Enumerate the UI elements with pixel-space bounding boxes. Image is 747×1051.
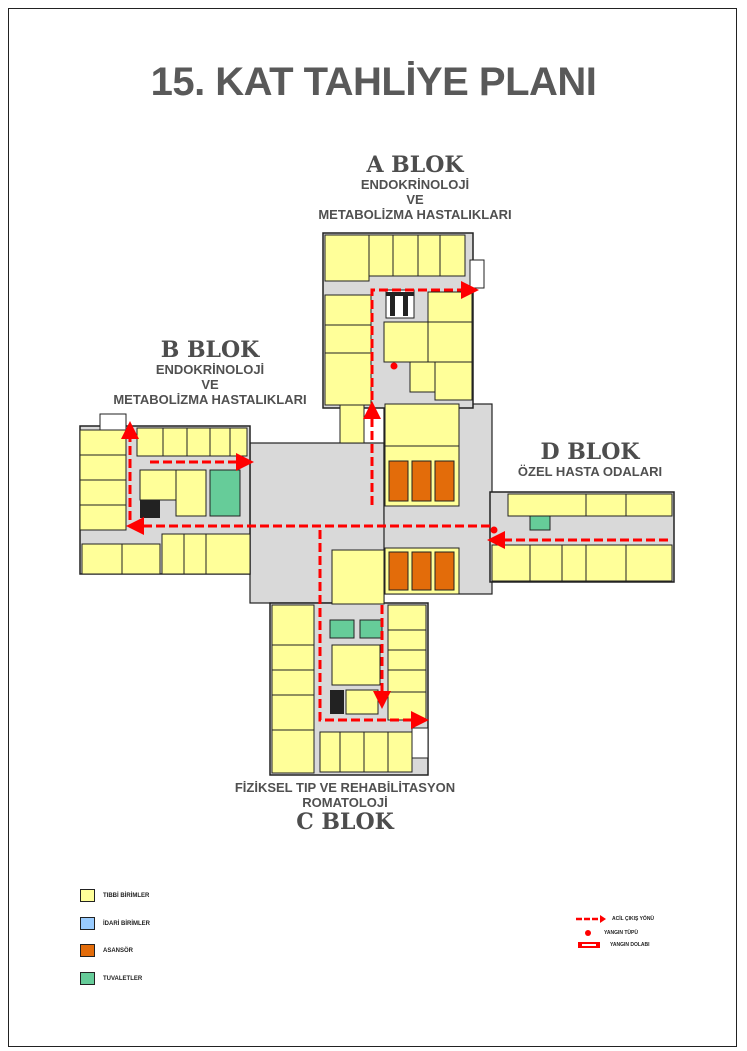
block-b-label: B BLOK ENDOKRİNOLOJİ VE METABOLİZMA HAST… (90, 338, 330, 407)
legend-tuvalet: TUVALETLER (80, 972, 142, 985)
legend-swatch-idari (80, 917, 95, 930)
legend-swatch-tuvalet (80, 972, 95, 985)
block-a (322, 232, 485, 507)
legend-asansor: ASANSÖR (80, 944, 133, 957)
legend-label-tuvalet: TUVALETLER (103, 975, 143, 982)
fire-extinguisher-icon (390, 362, 398, 370)
legend-label-merdiven: YANGIN DOLABI (610, 942, 650, 948)
legend-swatch-asansor (80, 944, 95, 957)
legend-label-kacis: ACİL ÇIKIŞ YÖNÜ (612, 916, 655, 922)
block-c-label: FİZİKSEL TIP VE REHABİLİTASYON ROMATOLOJ… (200, 780, 490, 834)
fire-cabinet-icon (578, 942, 600, 948)
block-d-line1: ÖZEL HASTA ODALARI (517, 464, 663, 479)
escape-routes (121, 281, 668, 729)
block-b-name: B BLOK (160, 337, 260, 363)
legend-label-asansor: ASANSÖR (103, 947, 134, 954)
legend-toplanma: YANGIN TÜPÜ (584, 929, 638, 937)
block-a-line2: VE (406, 192, 424, 207)
block-b (79, 413, 251, 575)
legend-merdiven: YANGIN DOLABI (578, 941, 650, 949)
block-d (384, 491, 675, 595)
block-b-line2: VE (201, 377, 219, 392)
block-b-line1: ENDOKRİNOLOJİ (155, 362, 265, 377)
block-c-line1: FİZİKSEL TIP VE REHABİLİTASYON (234, 780, 456, 795)
block-a-line3: METABOLİZMA HASTALIKLARI (318, 207, 512, 222)
block-d-name: D BLOK (540, 439, 640, 465)
page-frame (8, 8, 737, 1047)
block-c-name: C BLOK (296, 809, 394, 835)
block-d-label: D BLOK ÖZEL HASTA ODALARI (490, 440, 690, 479)
block-c (269, 549, 429, 776)
legend-label-idari: İDARİ BİRİMLER (103, 920, 150, 927)
legend-label-toplanma: YANGIN TÜPÜ (604, 930, 638, 936)
legend-tibbi: TIBBİ BİRİMLER (80, 889, 149, 902)
escape-arrow-icon (576, 915, 606, 923)
page-title: 15. KAT TAHLİYE PLANI (150, 60, 597, 104)
block-b-line3: METABOLİZMA HASTALIKLARI (113, 392, 307, 407)
block-c-line2: ROMATOLOJİ (302, 795, 388, 810)
legend-idari: İDARİ BİRİMLER (80, 917, 150, 930)
legend-swatch-tibbi (80, 889, 95, 902)
block-a-label: A BLOK ENDOKRİNOLOJİ VE METABOLİZMA HAST… (270, 153, 560, 222)
block-a-line1: ENDOKRİNOLOJİ (360, 177, 470, 192)
fire-extinguisher-icon (585, 930, 591, 936)
block-a-name: A BLOK (366, 152, 464, 178)
fire-extinguisher-icon (490, 526, 498, 534)
legend-kacis: ACİL ÇIKIŞ YÖNÜ (576, 915, 654, 923)
legend-label-tibbi: TIBBİ BİRİMLER (103, 892, 150, 899)
